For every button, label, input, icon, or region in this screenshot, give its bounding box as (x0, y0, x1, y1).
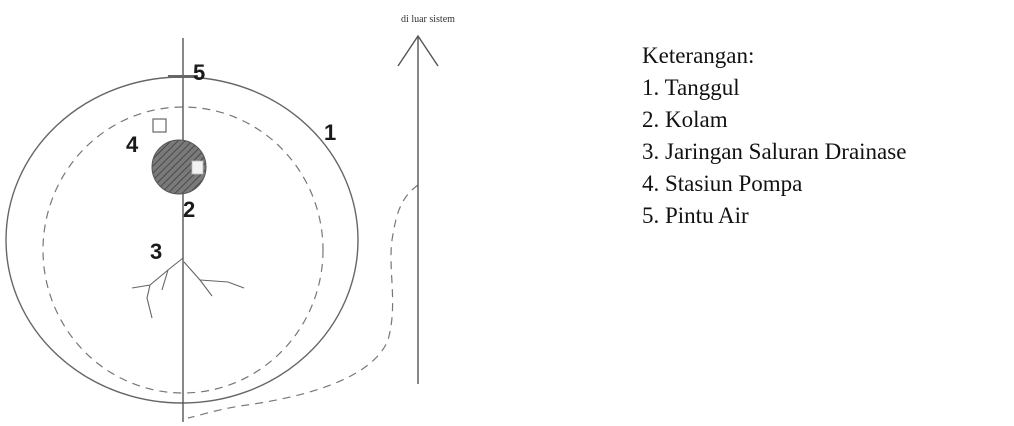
legend-title: Keterangan: (642, 43, 755, 68)
legend-item-drainase: 3. Jaringan Saluran Drainase (642, 139, 907, 164)
legend-list: 1. Tanggul 2. Kolam 3. Jaringan Saluran … (642, 72, 1014, 232)
label-number-2: 2 (183, 197, 195, 222)
pintu-air-gate (168, 75, 198, 78)
legend-item-kolam: 2. Kolam (642, 107, 728, 132)
kolam-pond (151, 139, 207, 195)
drainage-network (131, 257, 245, 319)
label-number-3: 3 (150, 239, 162, 264)
legend-item-tanggul: 1. Tanggul (642, 75, 740, 100)
polder-system-diagram: di luar sistem 5 1 4 2 3 (5, 14, 455, 422)
kolam-inner-marker (191, 160, 204, 175)
inner-dashed-boundary (42, 106, 324, 394)
label-number-5: 5 (193, 60, 205, 85)
label-number-4: 4 (126, 132, 139, 157)
outside-system-label: di luar sistem (401, 14, 455, 25)
legend-item-pintu-air: 5. Pintu Air (642, 203, 749, 228)
tanggul-outer-ring (5, 76, 359, 404)
label-number-1: 1 (324, 120, 336, 145)
legend-item-stasiun-pompa: 4. Stasiun Pompa (642, 171, 803, 196)
stasiun-pompa-square (152, 118, 167, 133)
legend: Keterangan: 1. Tanggul 2. Kolam 3. Jarin… (642, 40, 1014, 232)
outside-system-arrow-head (397, 34, 439, 67)
outflow-dashed-channel (187, 184, 419, 419)
